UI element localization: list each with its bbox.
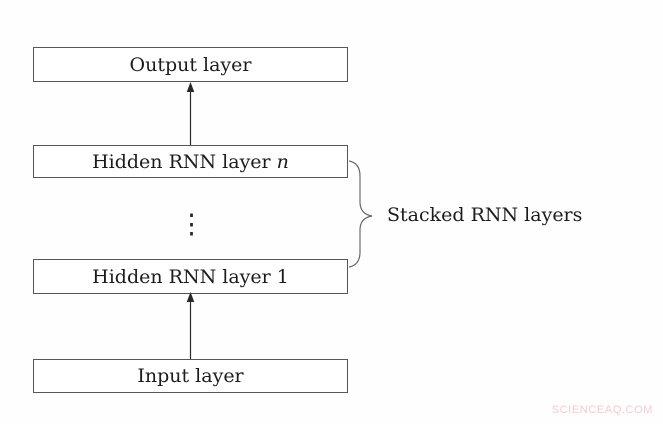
hidden-rnn-layer-n-label: Hidden RNN layer bbox=[92, 150, 277, 173]
output-layer-box: Output layer bbox=[33, 47, 348, 82]
arrow-hidden-n-to-output bbox=[186, 82, 195, 145]
hidden-rnn-layer-n-box: Hidden RNN layer n bbox=[33, 145, 348, 178]
vertical-ellipsis: ⋮ bbox=[178, 209, 205, 240]
arrowhead-up-icon bbox=[186, 292, 195, 302]
hidden-rnn-layer-n-var: n bbox=[276, 150, 289, 173]
hidden-rnn-layer-1-box: Hidden RNN layer 1 bbox=[33, 259, 348, 294]
hidden-rnn-layer-1-label: Hidden RNN layer 1 bbox=[92, 265, 289, 288]
watermark-text: SCIENCEAQ.COM bbox=[551, 404, 653, 416]
input-layer-box: Input layer bbox=[33, 359, 348, 393]
stacked-rnn-layers-label: Stacked RNN layers bbox=[387, 204, 583, 226]
arrowhead-up-icon bbox=[186, 82, 195, 92]
input-layer-label: Input layer bbox=[137, 365, 244, 387]
curly-brace-icon bbox=[348, 160, 373, 268]
output-layer-label: Output layer bbox=[129, 53, 252, 76]
arrow-input-to-hidden-1 bbox=[186, 292, 195, 359]
